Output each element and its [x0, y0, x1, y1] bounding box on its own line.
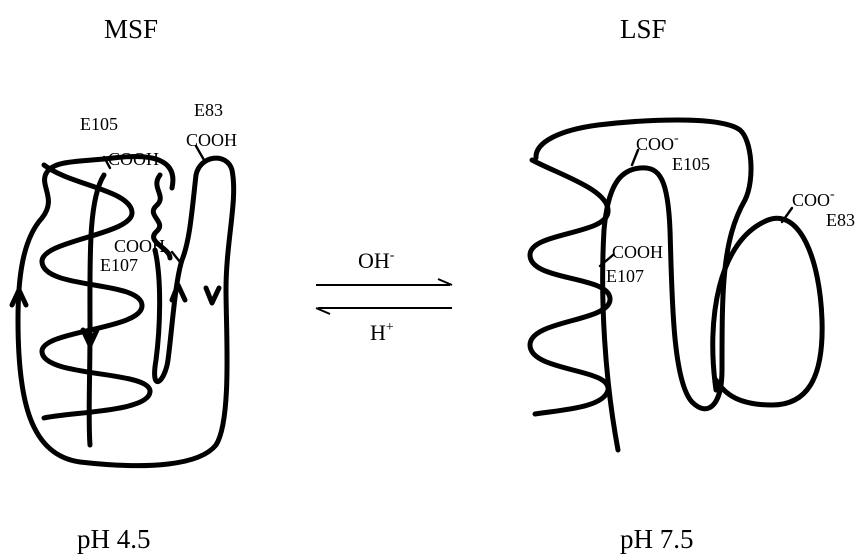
equilibrium-arrows: OH- H+	[316, 248, 452, 345]
msf-e107-label: E107	[100, 255, 138, 275]
lsf-e107-label: E107	[606, 266, 644, 286]
reverse-reagent: H+	[370, 320, 394, 345]
lsf-helix	[530, 160, 610, 414]
lsf-e105-label: E105	[672, 154, 710, 174]
msf-e105-group: COOH	[108, 149, 159, 169]
msf-e83-label: E83	[194, 100, 223, 120]
msf-central-strand	[89, 175, 104, 445]
lsf-structure: COO- E105 COO- E83 COOH E107	[530, 120, 855, 450]
lsf-e107-group: COOH	[612, 242, 663, 262]
msf-structure: E105 COOH E83 COOH COOH E107	[12, 100, 237, 466]
e107-tick	[172, 252, 180, 262]
lsf-title: LSF	[620, 14, 667, 44]
forward-reagent: OH-	[358, 248, 395, 273]
lsf-e83-group: COO-	[792, 187, 835, 210]
msf-e105-label: E105	[80, 114, 118, 134]
msf-e83-group: COOH	[186, 130, 237, 150]
msf-ph-label: pH 4.5	[77, 524, 151, 554]
up-arrow-icon	[172, 285, 185, 300]
msf-title: MSF	[104, 14, 158, 44]
msf-e107-group: COOH	[114, 236, 165, 256]
lsf-e105-group: COO-	[636, 131, 679, 154]
lsf-e83-label: E83	[826, 210, 855, 230]
down-arrow-icon	[206, 288, 219, 303]
lsf-ph-label: pH 7.5	[620, 524, 694, 554]
